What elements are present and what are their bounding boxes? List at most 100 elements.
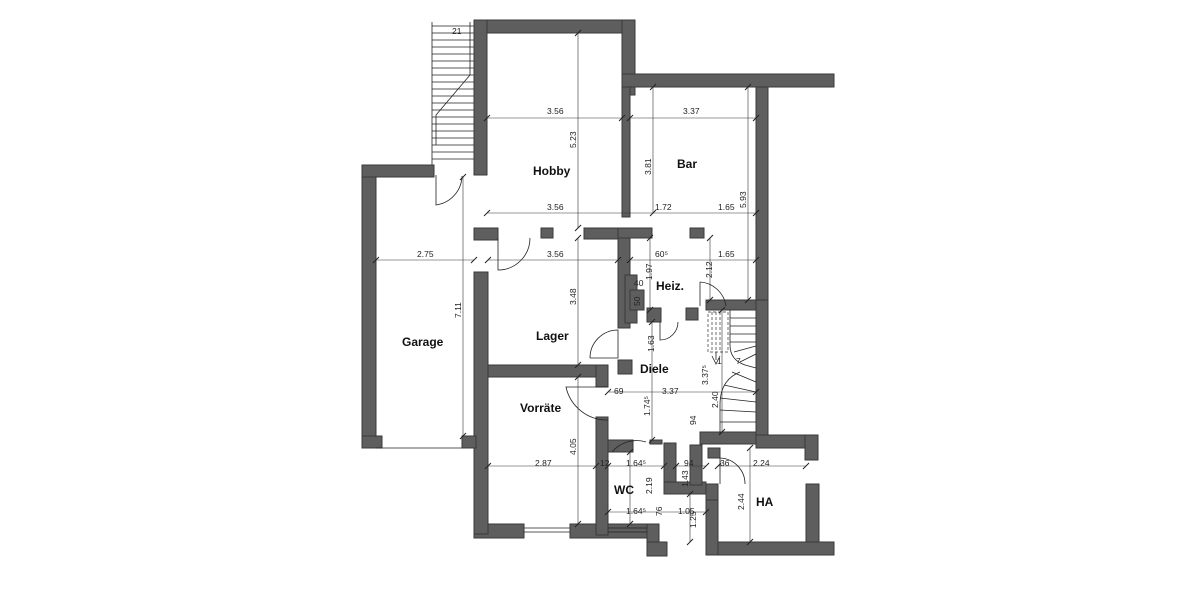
dim-heiz-small-b: 50 (632, 296, 642, 306)
dimension-tick (660, 462, 668, 470)
dimension-tick (752, 256, 760, 264)
dim-corridor-bottom: 1.05 (678, 506, 695, 516)
dimension-tick (649, 83, 657, 91)
dimension-tick (626, 256, 634, 264)
room-bar: Bar (677, 157, 697, 171)
dimension-tick (706, 296, 714, 304)
dim-wc-width-bottom: 1.64⁵ (626, 506, 646, 516)
dim-vorraete-height: 4.05 (568, 438, 578, 455)
dimension-tick (702, 462, 710, 470)
dim-ha-width: 2.24 (753, 458, 770, 468)
dimension-tick (618, 114, 626, 122)
dim-wc-width-top: 1.64⁵ (626, 458, 646, 468)
dim-bar-height-right: 5.93 (738, 191, 748, 208)
dimension-tick (483, 114, 491, 122)
stair-count-label: 21 (452, 26, 462, 36)
dimension-tick (574, 224, 582, 232)
dimension-tick (746, 444, 754, 452)
dim-lager-width: 3.56 (547, 249, 564, 259)
dim-vorraete-width: 2.87 (535, 458, 552, 468)
dim-diele-stair: 3.37⁵ (700, 365, 710, 385)
room-labels: Hobby Bar Garage Lager Heiz. Diele Vorrä… (402, 157, 774, 509)
dimension-tick (646, 306, 654, 314)
walls (361, 19, 835, 557)
dimension-tick (592, 462, 600, 470)
dimension-tick (604, 388, 612, 396)
dimension-tick (614, 256, 622, 264)
dim-garage-width: 2.75 (417, 249, 434, 259)
room-garage: Garage (402, 335, 444, 349)
dimension-labels: 3.56 5.23 3.56 3.37 3.81 5.93 1.72 1.65 … (417, 106, 770, 528)
dim-diele-left: 69 (614, 386, 624, 396)
room-heiz: Heiz. (656, 279, 684, 293)
dimension-tick (574, 520, 582, 528)
dim-diele-right: 2.40 (710, 391, 720, 408)
dimension-tick (626, 520, 634, 528)
room-lager: Lager (536, 329, 569, 343)
dim-heiz-small-a: 40 (634, 278, 644, 288)
room-ha: HA (756, 495, 774, 509)
dimension-tick (372, 256, 380, 264)
dimension-tick (752, 114, 760, 122)
dimension-tick (574, 234, 582, 242)
dimension-tick (744, 296, 752, 304)
dimension-tick (702, 508, 710, 516)
dimension-tick (648, 436, 656, 444)
dimension-tick (574, 361, 582, 369)
dim-corridor-width: 94 (684, 458, 694, 468)
dim-wc-height: 2.19 (644, 477, 654, 494)
dim-bar-width: 3.37 (683, 106, 700, 116)
dimension-tick (802, 462, 810, 470)
dimension-tick (470, 256, 478, 264)
dimension-tick (746, 538, 754, 546)
dimension-tick (706, 234, 714, 242)
dim-bar-lower-right: 1.65 (718, 202, 735, 212)
doors (376, 175, 746, 533)
dimension-tick (649, 209, 657, 217)
dimension-tick (604, 462, 612, 470)
dimension-tick (484, 256, 492, 264)
dimension-tick (714, 462, 722, 470)
dimension-tick (459, 432, 467, 440)
dimension-tick (604, 508, 612, 516)
dim-hobby-width-bottom: 3.56 (547, 202, 564, 212)
dim-diele-depth: 1.74⁵ (642, 396, 652, 416)
dim-wc-small-a: 76 (654, 506, 664, 516)
dimension-tick (484, 462, 492, 470)
room-diele: Diele (640, 362, 669, 376)
dimension-tick (574, 373, 582, 381)
dim-bar-height-left: 3.81 (643, 158, 653, 175)
dim-heiz-opening: 60⁵ (655, 249, 668, 259)
dim-heiz-height: 1.97 (644, 263, 654, 280)
room-hobby: Hobby (533, 164, 571, 178)
dimension-ticks (372, 29, 810, 546)
dimension-tick (483, 209, 491, 217)
dim-hobby-width-top: 3.56 (547, 106, 564, 116)
dimension-tick (718, 428, 726, 436)
dim-lager-height: 3.48 (568, 288, 578, 305)
dimension-lines (376, 33, 806, 542)
dimension-tick (648, 318, 656, 326)
dim-garage-height: 7.11 (453, 302, 463, 318)
dimension-tick (626, 448, 634, 456)
dimension-tick (752, 209, 760, 217)
dim-diele-height: 1.63 (646, 335, 656, 352)
dimension-tick (646, 234, 654, 242)
dim-corridor-small: 1.25 (688, 511, 698, 528)
stair-count-c: 7 (736, 356, 741, 366)
exterior-stair: 21 (431, 22, 475, 165)
dimension-tick (686, 490, 694, 498)
dimension-tick (752, 388, 760, 396)
dim-diele-width: 3.37 (662, 386, 679, 396)
dim-stair-top-width: 1.65 (718, 249, 735, 259)
dimension-tick (686, 538, 694, 546)
room-wc: WC (614, 483, 634, 497)
dimension-tick (459, 173, 467, 181)
dimension-tick (718, 306, 726, 314)
dim-hobby-height: 5.23 (568, 131, 578, 148)
dim-bar-lower-left: 1.72 (655, 202, 672, 212)
dimension-tick (574, 29, 582, 37)
dimension-tick (744, 83, 752, 91)
dim-stair-height: 2.12 (704, 261, 714, 278)
